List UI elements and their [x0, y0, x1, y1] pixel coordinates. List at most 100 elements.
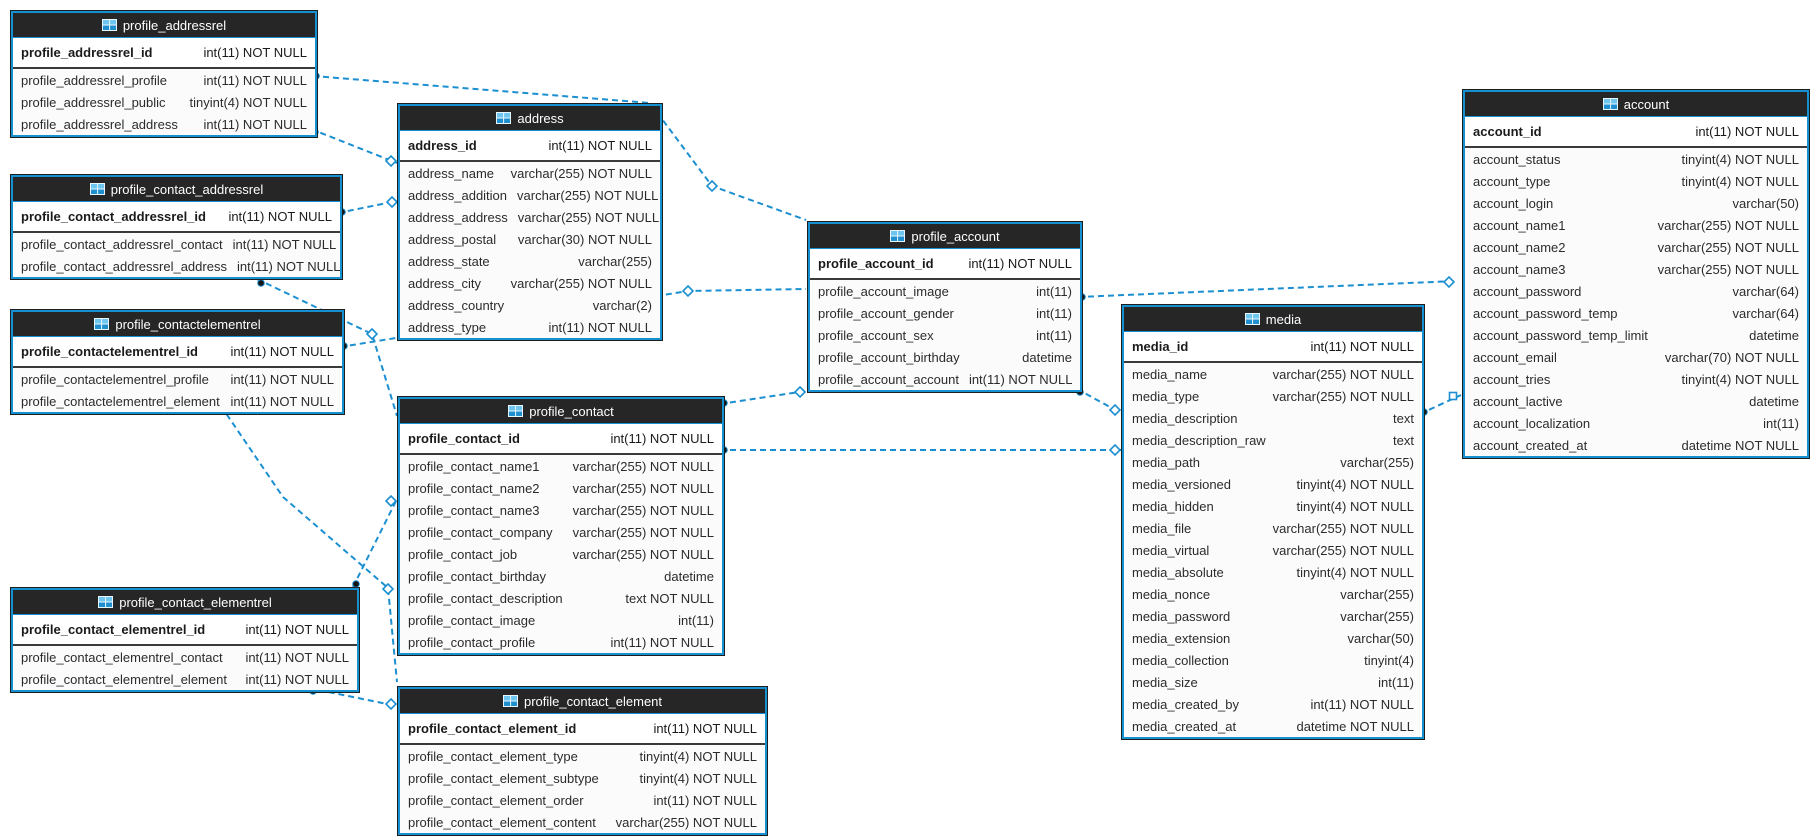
relationship-profile_contact_addressrel-to-profile_contact[interactable] — [256, 278, 398, 417]
table-header[interactable]: profile_addressrel — [13, 13, 315, 38]
relationship-profile_account-to-account[interactable] — [1077, 280, 1457, 298]
table-header[interactable]: profile_contact_element — [400, 689, 765, 714]
table-header[interactable]: media — [1124, 307, 1422, 332]
relationship-profile_contactelementrel-to-profile_contact_element[interactable] — [220, 405, 398, 683]
table-header[interactable]: profile_account — [810, 224, 1080, 249]
table-header[interactable]: profile_contactelementrel — [13, 312, 342, 337]
relationship-profile_addressrel-to-address[interactable] — [310, 128, 398, 164]
table-header[interactable]: profile_contact_addressrel — [13, 177, 340, 202]
table-header[interactable]: address — [400, 106, 660, 131]
relationship-media-to-account[interactable] — [1419, 394, 1462, 415]
relationship-profile_contact-to-profile_account[interactable] — [719, 390, 807, 405]
table-header[interactable]: account — [1465, 92, 1807, 117]
table-header[interactable]: profile_contact_elementrel — [13, 590, 357, 615]
table-header[interactable]: profile_contact — [400, 399, 722, 424]
